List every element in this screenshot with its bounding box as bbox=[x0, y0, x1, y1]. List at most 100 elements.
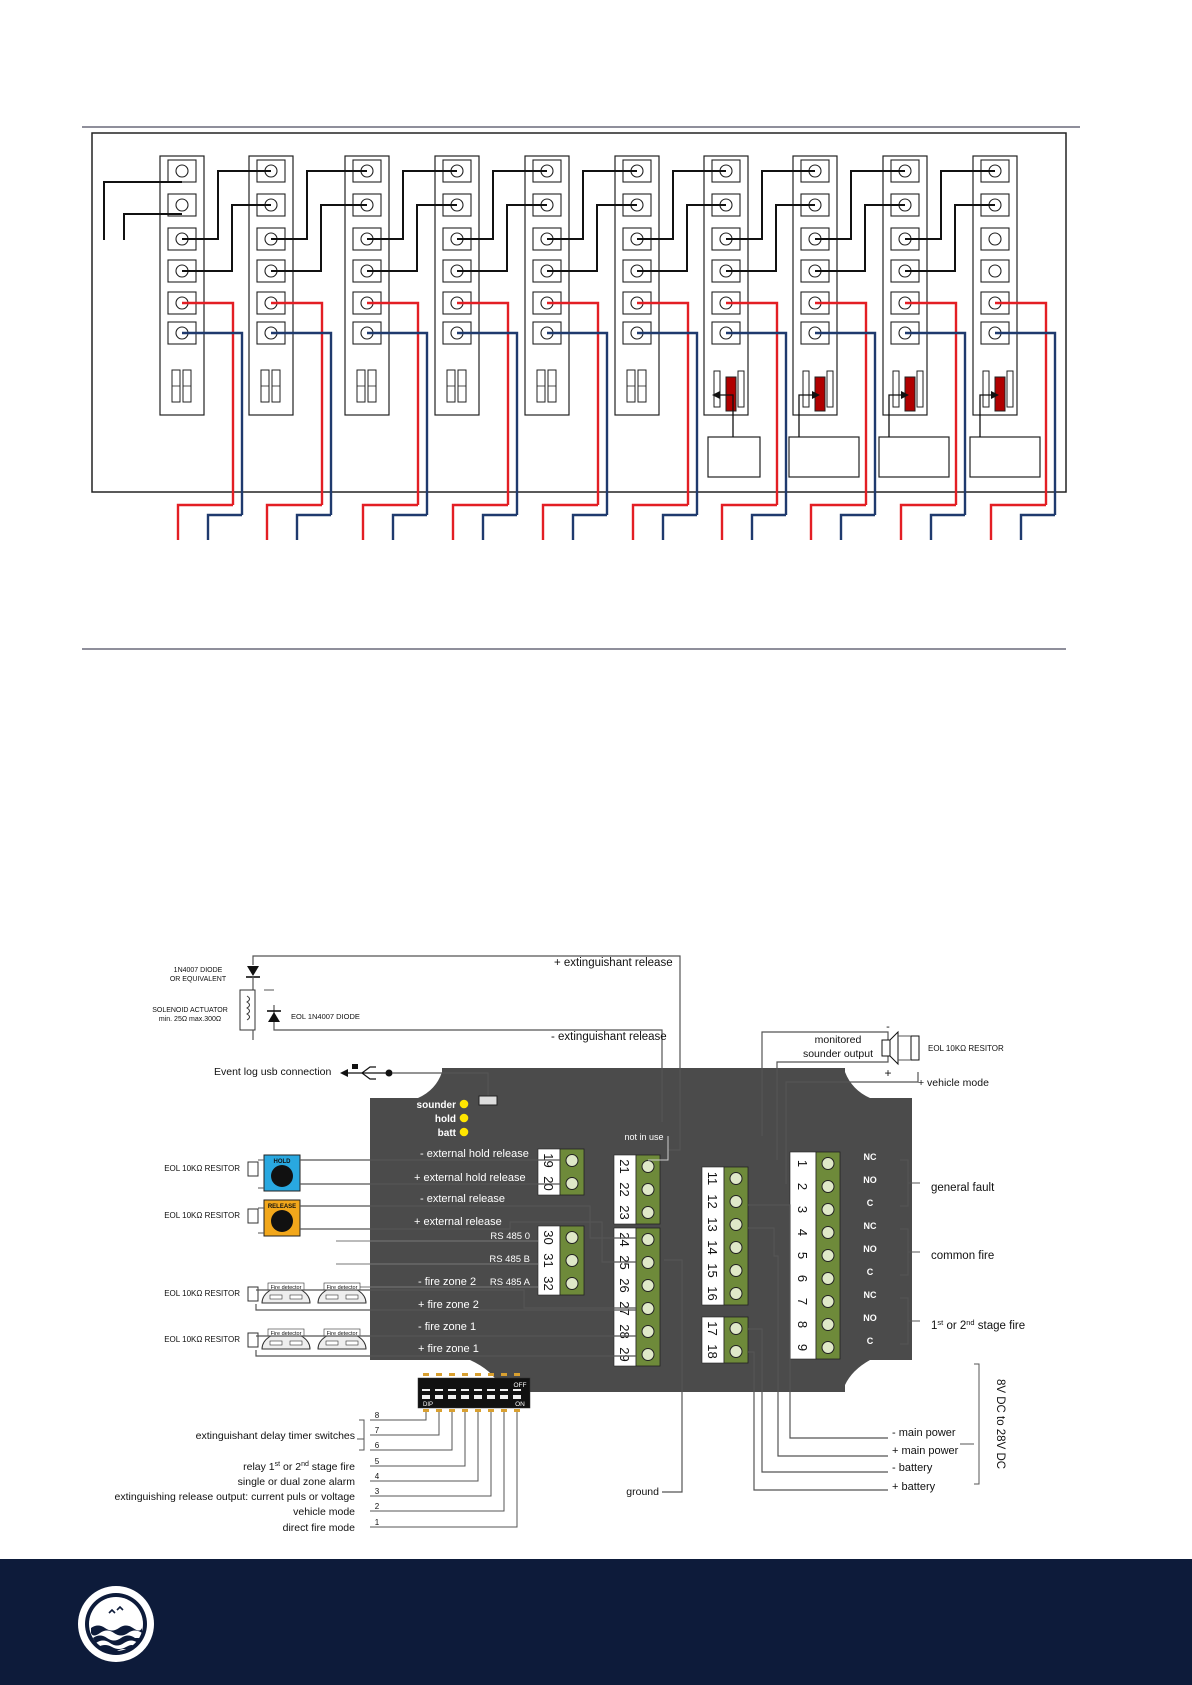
terminal-9-label: 9 bbox=[795, 1344, 810, 1351]
dip-leader-2 bbox=[370, 1412, 505, 1512]
dip-leader-5 bbox=[370, 1412, 466, 1467]
delay-timer-brace bbox=[357, 1419, 365, 1451]
blue-wire bbox=[271, 331, 333, 515]
t1-9-screw-7 bbox=[821, 1295, 835, 1308]
ground-wire bbox=[662, 1259, 683, 1493]
terminal-16-label: 16 bbox=[705, 1286, 720, 1300]
dip-pin bbox=[462, 1373, 468, 1376]
sounder-eol-resistor bbox=[910, 1035, 920, 1061]
t24-29-screw-25 bbox=[641, 1256, 655, 1269]
aux-box-8 bbox=[788, 436, 860, 478]
diode-label-2: OR EQUIVALENT bbox=[170, 976, 227, 983]
red-wire bbox=[547, 301, 600, 505]
terminal-screw bbox=[988, 264, 1002, 278]
sounder-icon bbox=[881, 1039, 891, 1057]
rs485-label-1: RS 485 0 bbox=[490, 1231, 530, 1242]
fire-zone-label-2: + fire zone 2 bbox=[418, 1299, 479, 1311]
dip-pin bbox=[423, 1373, 429, 1376]
red-wire bbox=[271, 301, 324, 505]
input-label-1: - external hold release bbox=[420, 1148, 529, 1160]
blue-wire bbox=[481, 513, 517, 540]
ext-release-plus-wire bbox=[300, 1221, 636, 1263]
fire-detector-label: Fire detector bbox=[271, 1331, 302, 1337]
relay-letter-NO-5: NO bbox=[863, 1244, 877, 1254]
detector-terminal bbox=[289, 1294, 303, 1300]
control-board-wiring: + extinguishant release- extinguishant r… bbox=[115, 955, 1025, 1534]
eol-diode-symbol bbox=[268, 1012, 280, 1022]
red-wire bbox=[899, 503, 956, 540]
eol-resistor-label-2: EOL 10KΩ RESITOR bbox=[164, 1211, 240, 1220]
dip-leader-3 bbox=[370, 1412, 492, 1497]
plus-main-power-wire bbox=[748, 1227, 888, 1457]
diode-label-1: 1N4007 DIODE bbox=[174, 967, 223, 974]
power-label-4: + battery bbox=[892, 1481, 936, 1493]
t11-16-screw-14 bbox=[729, 1241, 743, 1254]
dip-leader-6 bbox=[370, 1412, 453, 1451]
led-batt-icon bbox=[459, 1127, 469, 1137]
red-wire bbox=[541, 503, 598, 540]
link-arrow bbox=[979, 394, 993, 437]
terminal-screw bbox=[175, 198, 189, 212]
detector-terminal bbox=[325, 1294, 339, 1300]
fire-detector-label: Fire detector bbox=[327, 1285, 358, 1291]
terminal-7-label: 7 bbox=[795, 1298, 810, 1305]
t17-18-screw-17 bbox=[729, 1322, 743, 1335]
vehicle-mode-label: + vehicle mode bbox=[918, 1077, 989, 1089]
t30-32-screw-30 bbox=[565, 1231, 579, 1244]
dip-number-2: 2 bbox=[375, 1502, 380, 1511]
module-7-dip bbox=[713, 370, 721, 408]
blue-wire bbox=[206, 513, 242, 540]
detector-terminal bbox=[289, 1340, 303, 1346]
solenoid-coil bbox=[246, 995, 250, 1021]
eol-resistor-1 bbox=[247, 1161, 259, 1177]
bus-wire bbox=[457, 204, 547, 272]
terminal-23-label: 23 bbox=[617, 1205, 632, 1219]
terminal-31-label: 31 bbox=[541, 1253, 556, 1267]
solenoid-label-2: min. 25Ω max.300Ω bbox=[159, 1016, 221, 1023]
t30-32-screw-32 bbox=[565, 1277, 579, 1290]
dip-pin bbox=[449, 1373, 455, 1376]
dip-number-6: 6 bbox=[375, 1441, 380, 1450]
module-7-dip bbox=[737, 370, 745, 408]
terminal-2-label: 2 bbox=[795, 1183, 810, 1190]
page-footer bbox=[0, 1559, 1192, 1685]
sounder-minus-label: - bbox=[886, 1021, 890, 1033]
dip-function-label-2: vehicle mode bbox=[293, 1506, 355, 1518]
dip-pin bbox=[475, 1373, 481, 1376]
eol-resistor-label-1: EOL 10KΩ RESITOR bbox=[164, 1164, 240, 1173]
input-label-3: - external release bbox=[420, 1193, 505, 1205]
blue-wire bbox=[726, 331, 788, 515]
t1-9-screw-8 bbox=[821, 1318, 835, 1331]
sounder-plus-label: + bbox=[884, 1066, 891, 1080]
bus-wire bbox=[815, 204, 905, 272]
t17-18-screw-18 bbox=[729, 1345, 743, 1358]
bus-wire bbox=[103, 181, 182, 240]
red-wire bbox=[905, 301, 958, 505]
dip-toggle-knob bbox=[500, 1391, 508, 1395]
t24-29-label-plate bbox=[613, 1227, 637, 1367]
dip-function-label-3: extinguishing release output: current pu… bbox=[115, 1491, 356, 1503]
terminal-3-label: 3 bbox=[795, 1206, 810, 1213]
relay-letter-C-6: C bbox=[867, 1267, 874, 1277]
arrow-head bbox=[991, 391, 999, 399]
dip-toggle-knob bbox=[513, 1391, 521, 1395]
release-button-label: RELEASE bbox=[268, 1204, 296, 1210]
detector-eol-resistor-2 bbox=[247, 1332, 259, 1348]
common-fire-label: common fire bbox=[931, 1250, 994, 1262]
module-9-dip bbox=[892, 370, 900, 408]
red-wire bbox=[182, 301, 235, 505]
relay-letter-NC-4: NC bbox=[864, 1221, 877, 1231]
blue-wire bbox=[839, 513, 875, 540]
usb-dot bbox=[385, 1069, 393, 1077]
terminal-26-label: 26 bbox=[617, 1278, 632, 1292]
link-arrow bbox=[888, 394, 903, 437]
dip-off-label: OFF bbox=[514, 1382, 527, 1389]
terminal-30-label: 30 bbox=[541, 1230, 556, 1244]
power-label-1: - main power bbox=[892, 1427, 956, 1439]
link-arrow bbox=[720, 394, 734, 437]
dip-function-label-8: extinguishant delay timer switches bbox=[196, 1430, 355, 1442]
terminal-8-label: 8 bbox=[795, 1321, 810, 1328]
t1-9-screw-2 bbox=[821, 1180, 835, 1193]
bus-wire bbox=[726, 204, 815, 272]
module-10-dip bbox=[1006, 370, 1014, 408]
